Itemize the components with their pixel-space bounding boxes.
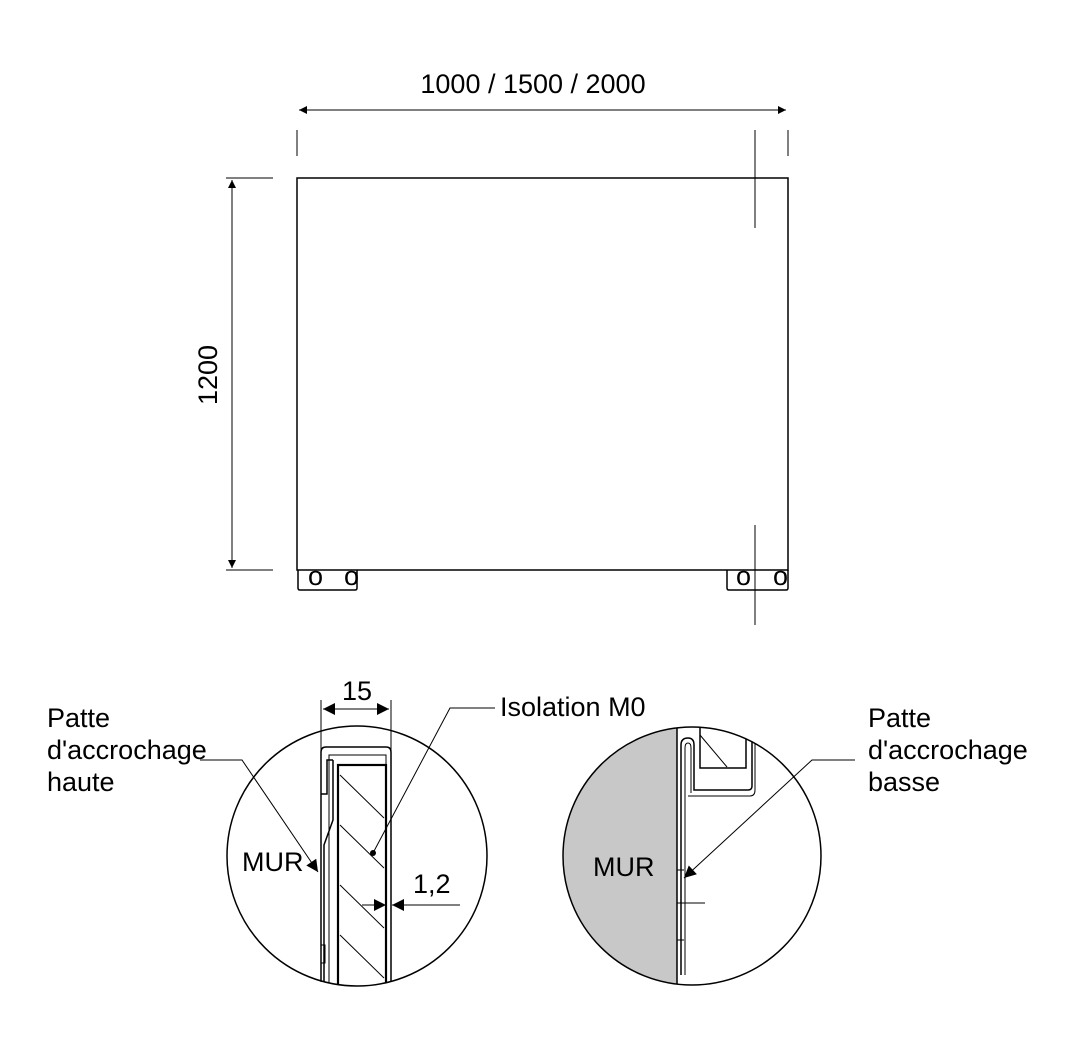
wall-label: MUR [242,847,304,877]
insulation-leader [372,707,495,854]
foot-left: o o [297,561,359,591]
foot-right: o o [726,561,789,591]
detail-circle [226,725,488,987]
thickness-dimension: 15 [342,676,372,706]
insulation-label: Isolation M0 [500,692,646,722]
bracket-leader [200,759,319,873]
panel-outline [296,177,789,571]
svg-text:o: o [308,561,323,591]
bracket-leader [683,759,855,879]
front-view: 1000 / 1500 / 2000 1200 o o o o [193,69,789,625]
bracket-label: Patte d'accrochage basse [868,703,1035,797]
width-dimension: 1000 / 1500 / 2000 [420,69,645,99]
svg-text:o: o [344,561,359,591]
detail-top-bracket: 15 Isolation M0 Patte d'accrochage haute… [47,676,646,987]
height-dimension: 1200 [193,345,223,405]
insulation [336,763,388,986]
svg-text:o: o [736,561,751,591]
detail-bottom-bracket: Patte d'accrochage basse MUR [562,703,1035,986]
detail-circle [562,726,822,986]
wall-label: MUR [593,852,655,882]
bracket-label: Patte d'accrochage haute [47,703,214,797]
sheet-thickness-dimension: 1,2 [413,869,451,899]
svg-text:o: o [773,561,788,591]
